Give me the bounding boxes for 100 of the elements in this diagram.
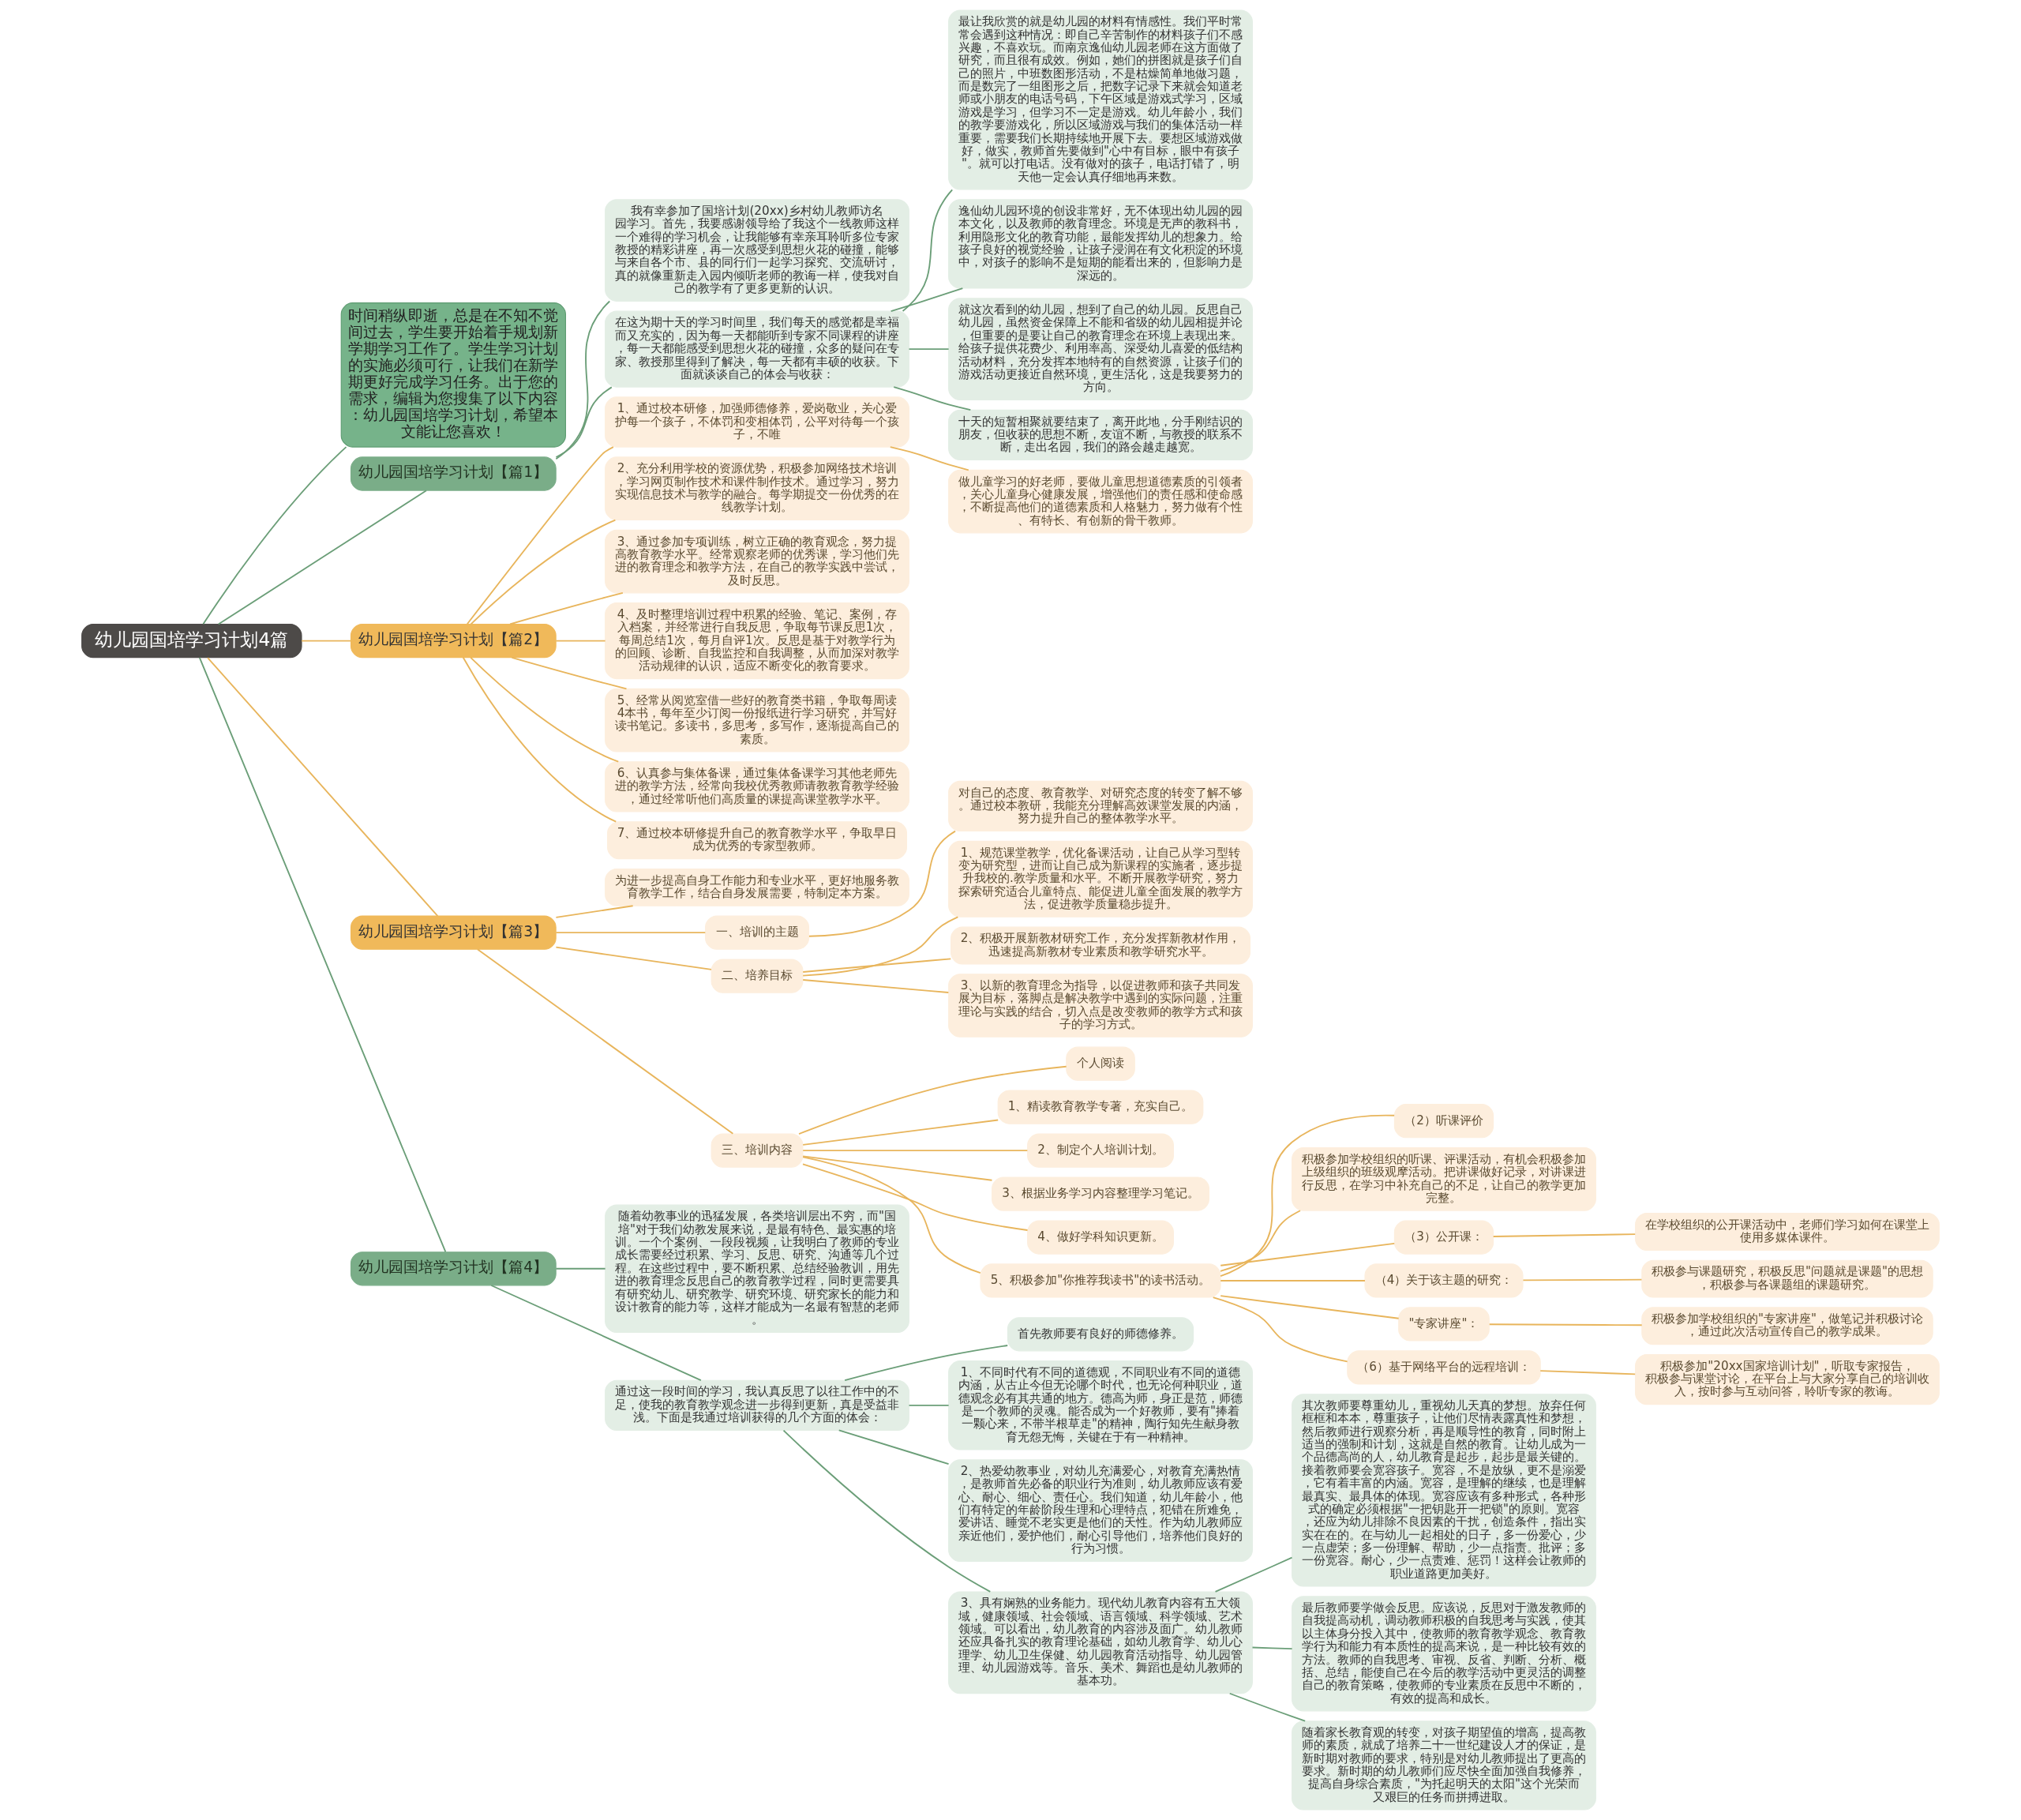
- node-box: 3、根据业务学习内容整理学习笔记。: [992, 1176, 1209, 1211]
- connector: [889, 446, 969, 471]
- node-box: 最让我欣赏的就是幼儿园的材料有情感性。我们平时常常会遇到这种情况：即自己辛苦制作的材料孩子们不感兴趣，不喜欢玩。而南京逸仙幼儿园老师在这方面做了研究，而且很有成效。例如，她们的拼图就是孩子们自己的照片，中班数图形活动，不是枯燥简单地做习题，而是数完了一组图形之后，把数字记录下来就会知道老师或小朋友的电话号码，下午区域是游戏式学习，区域游戏是学习，但学习不一定是游戏。幼儿年龄小，我们的教学要游戏化，所以区域游戏与我们的集体活动一样重要，需要我们长期持续地开展下去。要想区域游戏做好，做实，教师首先要做到"心中有目标，眼中有孩子"。就可以打电话。没有做对的孩子，电话打错了，明天他一定会认真仔细地再来数。: [948, 9, 1253, 190]
- node-box: 幼儿园国培学习计划【篇4】: [350, 1251, 557, 1286]
- connector: [802, 958, 952, 973]
- connector: [217, 490, 427, 625]
- connector: [838, 1429, 950, 1465]
- connector: [802, 1150, 1029, 1152]
- node-box: 积极参与课题研究，积极反思"问题就是课题"的思想，积极参与各课题组的课题研究。: [1641, 1259, 1933, 1298]
- connector: [844, 1345, 1009, 1382]
- connector: [555, 1267, 606, 1270]
- node-box: 对自己的态度、教育教学、对研究态度的转变了解不够。通过校本教研，我能充分理解高效课堂发展的内涵，努力提升自己的整体教学水平。: [948, 780, 1253, 832]
- connector: [802, 1156, 981, 1274]
- node-box: （6）基于网络平台的远程培训：: [1347, 1350, 1541, 1385]
- connector: [476, 948, 734, 1135]
- node-box: 为进一步提高自身工作能力和专业水平，更好地服务教育教学工作，结合自身发展需要，特制定本方案。: [605, 868, 909, 906]
- node-box: 随着幼教事业的迅猛发展，各类培训层出不穷，而"国培"对于我们幼教发展来说，是最有特色、最实惠的培训。一个个案例、一段段视频，让我明白了教师的专业成长需要经过积累、学习、反思、研究、沟通等几个过程。在这些过程中，要不断积累、总结经验教训，用先进的教育理念反思自己的教育教学过程，同时更需要具有研究幼儿、研究教学、研究环境、研究家长的能力和设计教育的能力等，这样才能成为一名最有智慧的老师。: [605, 1204, 909, 1334]
- node-box: 个人阅读: [1066, 1046, 1135, 1081]
- connector: [511, 656, 628, 690]
- node-box: 时间稍纵即逝，总是在不知不觉间过去，学生要开始着手规划新学期学习工作了。学生学习计划的实施必须可行，让我们在新学期更好完成学习任务。出于您的需求，编辑为您搜集了以下内容：幼儿园国培学习计划，希望本文能让您喜欢！: [340, 302, 566, 448]
- connector: [198, 657, 447, 1253]
- node-box: 2、充分利用学校的资源优势，积极参加网络技术培训，学习网页制作技术和课件制作技术。通过学习，努力实现信息技术与教学的融合。每学期提交一份优秀的在线教学计划。: [605, 456, 909, 521]
- connector: [301, 640, 352, 642]
- node-box: 积极参加"20xx国家培训计划"，听取专家报告，积极参与课堂讨论，在平台上与大家分享自己的培训收入，按时参与互动问答，聆听专家的教诲。: [1635, 1353, 1940, 1405]
- connector: [890, 287, 964, 312]
- connector: [908, 1404, 950, 1406]
- node-box: 1、规范课堂教学，优化备课活动，让自己从学习型转变为研究型，进而让自己成为新课程的实施者，逐步提升我校的.教学质量和水平。不断开展教学研究，努力探索研究适合儿童特点、能促进儿童全面发展的教学方法，促进教学质量稳步提升。: [948, 840, 1253, 918]
- node-box: 积极参加学校组织的"专家讲座"，做笔记并积极讨论，通过此次活动宣传自己的教学成果。: [1641, 1307, 1933, 1345]
- connector: [1220, 1114, 1396, 1278]
- node-box: 十天的短暂相聚就要结束了，离开此地，分手刚结识的朋友，但收获的思想不断，友谊不断，与教授的联系不断，走出名园，我们的路会越走越宽。: [948, 409, 1253, 461]
- node-box: 1、通过校本研修，加强师德修养，爱岗敬业，关心爱护每一个孩子，不体罚和变相体罚，公平对待每一个孩子，不唯: [605, 396, 909, 448]
- node-box: 我有幸参加了国培计划(20xx)乡村幼儿教师访名园学习。首先，我要感谢领导给了我这个一线教师这样一个难得的学习机会，让我能够有幸亲耳聆听多位专家教授的精彩讲座，再一次感受到思想火花的碰撞，能够与来自各个市、县的同行们一起学习探究、交流研讨，真的就像重新走入园内倾听老师的教诲一样，使我对自己的教学有了更多更新的认识。: [605, 199, 909, 302]
- node-box: 在这为期十天的学习时间里，我们每天的感觉都是幸福而又充实的，因为每一天都能听到专家不同课程的讲座，每一天都能感受到思想火花的碰撞，众多的疑问在专家、教授那里得到了解决，每一天都有丰硕的收获。下面就谈谈自己的体会与收获：: [605, 310, 909, 388]
- connector: [470, 519, 617, 625]
- connector: [802, 1163, 1029, 1231]
- node-box: 首先教师要有良好的师德修养。: [1007, 1317, 1194, 1352]
- connector: [555, 946, 712, 970]
- connector: [802, 1119, 999, 1146]
- node-box: 7、通过校本研修提升自己的教育教学水平，争取早日成为优秀的专家型教师。: [607, 821, 908, 860]
- node-box: 1、不同时代有不同的道德观，不同职业有不同的道德内涵，从古止今但无论哪个时代，也无论何种职业，道德观念必有其共通的地方。德高为师，身正是范，师德是一个教师的灵魂。能否成为一个好教师，要有"捧着一颗心来，不带半根草走"的精神，陶行知先生献身教育无怨无悔，关键在于有一种精神。: [948, 1360, 1253, 1450]
- node-box: 6、认真参与集体备课，通过集体备课学习其他老师先进的教学方法，经常向我校优秀教师请教教育教学经验，通过经常听他们高质量的课提高课堂教学水平。: [605, 761, 909, 812]
- connector: [798, 1065, 1067, 1135]
- connector: [207, 657, 439, 918]
- node-box: 3、具有娴熟的业务能力。现代幼儿教育内容有五大领域，健康领域、社会领域、语言领域、科学领域、艺术领域。可以看出，幼儿教育的内容涉及面广。幼儿教师还应具备扎实的教育理论基础，如幼儿教育学、幼儿心理学、幼儿卫生保健、幼儿园教育活动指导、幼儿园管理、幼儿园游戏等。音乐、美术、舞蹈也是幼儿教师的基本功。: [948, 1591, 1253, 1694]
- node-box: 最后教师要学做会反思。应该说，反思对于激发教师的自我提高动机，调动教师积极的自我思考与实践，使其以主体身分投入其中，使教师的教育教学观念、教育教学行为和能力有本质性的提高来说，是一种比较有效的方法。教师的自我思考、审视、反省、判断、分析、概括、总结，能使自己在今后的教学活动中更灵活的调整自己的教育策略，使教师的专业素质在反思中不断的，有效的提高和成长。: [1292, 1596, 1596, 1712]
- connector: [1220, 1210, 1301, 1272]
- connector: [1220, 1280, 1366, 1282]
- connector: [1251, 1646, 1293, 1650]
- connector: [1492, 1233, 1637, 1237]
- node-box: 幼儿园国培学习计划4篇: [81, 624, 302, 659]
- node-box: 在学校组织的公开课活动中，老师们学习如何在课堂上使用多媒体课件。: [1635, 1213, 1940, 1251]
- node-box: （2）听课评价: [1393, 1104, 1494, 1139]
- connector: [802, 1155, 993, 1181]
- connector: [1228, 1692, 1307, 1722]
- connector: [808, 830, 956, 937]
- connector: [782, 1429, 992, 1593]
- node-box: 1、精读教育教学专著，充实自己。: [997, 1090, 1204, 1124]
- connector: [802, 916, 959, 977]
- node-box: 积极参加学校组织的听课、评课活动，有机会积极参加上级组织的班级观摩活动。把讲课做好记录，对讲课进行反思，在学习中补充自己的不足，让自己的教学更加完整。: [1292, 1147, 1596, 1211]
- node-box: 其次教师要尊重幼儿，重视幼儿天真的梦想。放弃任何框框和本本，尊重孩子，让他们尽情表露真性和梦想，然后教师进行观察分析，再是顺导性的教育，同时附上适当的强制和计划，这就是自然的教育。让幼儿成为一个品德高尚的人，幼儿教育是起步，起步是最关键的。接着教师要会宽容孩子。宽容，不是放纵，更不是溺爱，它有着丰富的内涵。宽容，是理解的继续，也是理解最真实、最具体的体现。宽容应该有多种形式，各种形式的确定必须根据"一把钥匙开一把锁"的原则。宽容，还应为幼儿排除不良因素的干扰，创造条件，指出实实在在的。在与幼儿一起相处的日子，多一份爱心，少一点虚荣；多一份理解、帮助，少一点指责。批评；多一份宽容。耐心，少一点责难、惩罚！这样会让教师的职业道路更加美好。: [1292, 1394, 1596, 1587]
- node-box: 5、经常从阅览室借一些好的教育类书籍，争取每周读4本书，每年至少订阅一份报纸进行学习研究，并写好读书笔记。多读书，多思考，多写作，逐渐提高自己的素质。: [605, 688, 909, 752]
- node-box: （4）关于该主题的研究：: [1364, 1263, 1524, 1298]
- connector: [1220, 1242, 1396, 1266]
- connector: [490, 1285, 702, 1382]
- node-box: 逸仙幼儿园环境的创设非常好，无不体现出幼儿园的园本文化，以及教师的教育理念。环境是无声的教科书，利用隐形文化的教育功能，最能发挥幼儿的想象力。给孩子良好的视觉经验，让孩子浸润在有文化积淀的环境中，对孩子的影响不是短期的能看出来的，但影响力是深远的。: [948, 199, 1253, 289]
- connector: [470, 656, 620, 763]
- node-box: 3、通过参加专项训练，树立正确的教育观念，努力提高教育教学水平。经常观察老师的优秀课，学习他们先进的教育理念和教学方法，在自己的教学实践中尝试，及时反思。: [605, 529, 909, 594]
- connector: [555, 905, 634, 918]
- node-box: 幼儿园国培学习计划【篇1】: [350, 456, 557, 491]
- node-box: 就这次看到的幼儿园，想到了自己的幼儿园。反思自己幼儿园，虽然资金保障上不能和省级的幼儿园相提并论，但重要的是要让自己的教育理念在环境上表现出来。给孩子提供花费少、利用率高、深受幼儿喜爱的低结构活动材料，充分发挥本地特有的自然资源，让孩子们的游戏活动更接近自然环境，更生活化，这是我要努力的方向。: [948, 298, 1253, 401]
- node-box: 二、培养目标: [711, 959, 804, 993]
- node-box: 2、热爱幼教事业，对幼儿充满爱心，对教育充满热情，是教师首先必备的职业行为准则，幼儿教师应该有爱心、耐心、细心、责任心。我们知道，幼儿年龄小，他们有特定的年龄阶段生理和心理特点，犯错在所难免，爱讲话、睡觉不老实更是他们的天性。作为幼儿教师应亲近他们，爱护他们，耐心引导他们，培养他们良好的行为习惯。: [948, 1459, 1253, 1563]
- node-box: 幼儿园国培学习计划【篇2】: [350, 624, 557, 659]
- node-box: 2、积极开展新教材研究工作，充分发挥新教材作用，迅速提高新教材专业素质和教学研究水平。: [951, 926, 1251, 965]
- connector: [462, 656, 617, 823]
- node-box: 5、积极参加"你推荐我读书"的读书活动。: [980, 1263, 1221, 1298]
- node-box: 2、制定个人培训计划。: [1027, 1133, 1174, 1168]
- connector: [902, 189, 954, 312]
- connector: [555, 386, 613, 458]
- connector: [509, 592, 624, 625]
- connector: [893, 386, 972, 411]
- node-box: 4、及时整理培训过程中积累的经验、笔记、案例，存入档案，并经常进行自我反思，争取每节课反思1次，每周总结1次，每月自评1次。反思是基于对教学行为的回顾、诊断、自我监控和自我调整，从而加深对教学活动规律的认识，适应不断变化的教育要求。: [605, 602, 909, 680]
- connector: [466, 446, 614, 625]
- connector: [908, 348, 950, 351]
- connector: [555, 932, 707, 934]
- connector: [555, 640, 606, 642]
- node-box: （3）公开课：: [1393, 1220, 1494, 1255]
- connector: [802, 979, 950, 993]
- node-box: 3、以新的教育理念为指导，以促进教师和孩子共同发展为目标，落脚点是解决教学中遇到的实际问题，注重理论与实践的结合，切入点是改变教师的教学方式和孩子的学习方式。: [948, 974, 1253, 1038]
- connector: [1488, 1323, 1643, 1327]
- node-box: 一、培训的主题: [704, 915, 810, 950]
- connector: [1214, 1556, 1293, 1593]
- connector: [1220, 1295, 1400, 1319]
- node-box: 幼儿园国培学习计划【篇3】: [350, 915, 557, 950]
- node-box: 做儿童学习的好老师，要做儿童思想道德素质的引领者，关心儿童身心健康发展，增强他们的责任感和使命感，不断提高他们的道德素质和人格魅力，努力做有个性、有特长、有创新的骨干教师。: [948, 469, 1253, 534]
- connector: [1539, 1370, 1637, 1375]
- connector: [202, 446, 347, 625]
- node-box: 4、做好学科知识更新。: [1027, 1220, 1174, 1255]
- connector: [1212, 1297, 1348, 1363]
- node-box: 随着家长教育观的转变，对孩子期望值的增高，提高教师的素质，就成了培养二十一世纪建设人才的保证，是新时期对教师的要求，特别是对幼儿教师提出了更高的要求。新时期的幼儿教师们应尽快全面加强自我修养，提高自身综合素质，"为托起明天的太阳"这个光荣而又艰巨的任务而拼搏进取。: [1292, 1721, 1596, 1811]
